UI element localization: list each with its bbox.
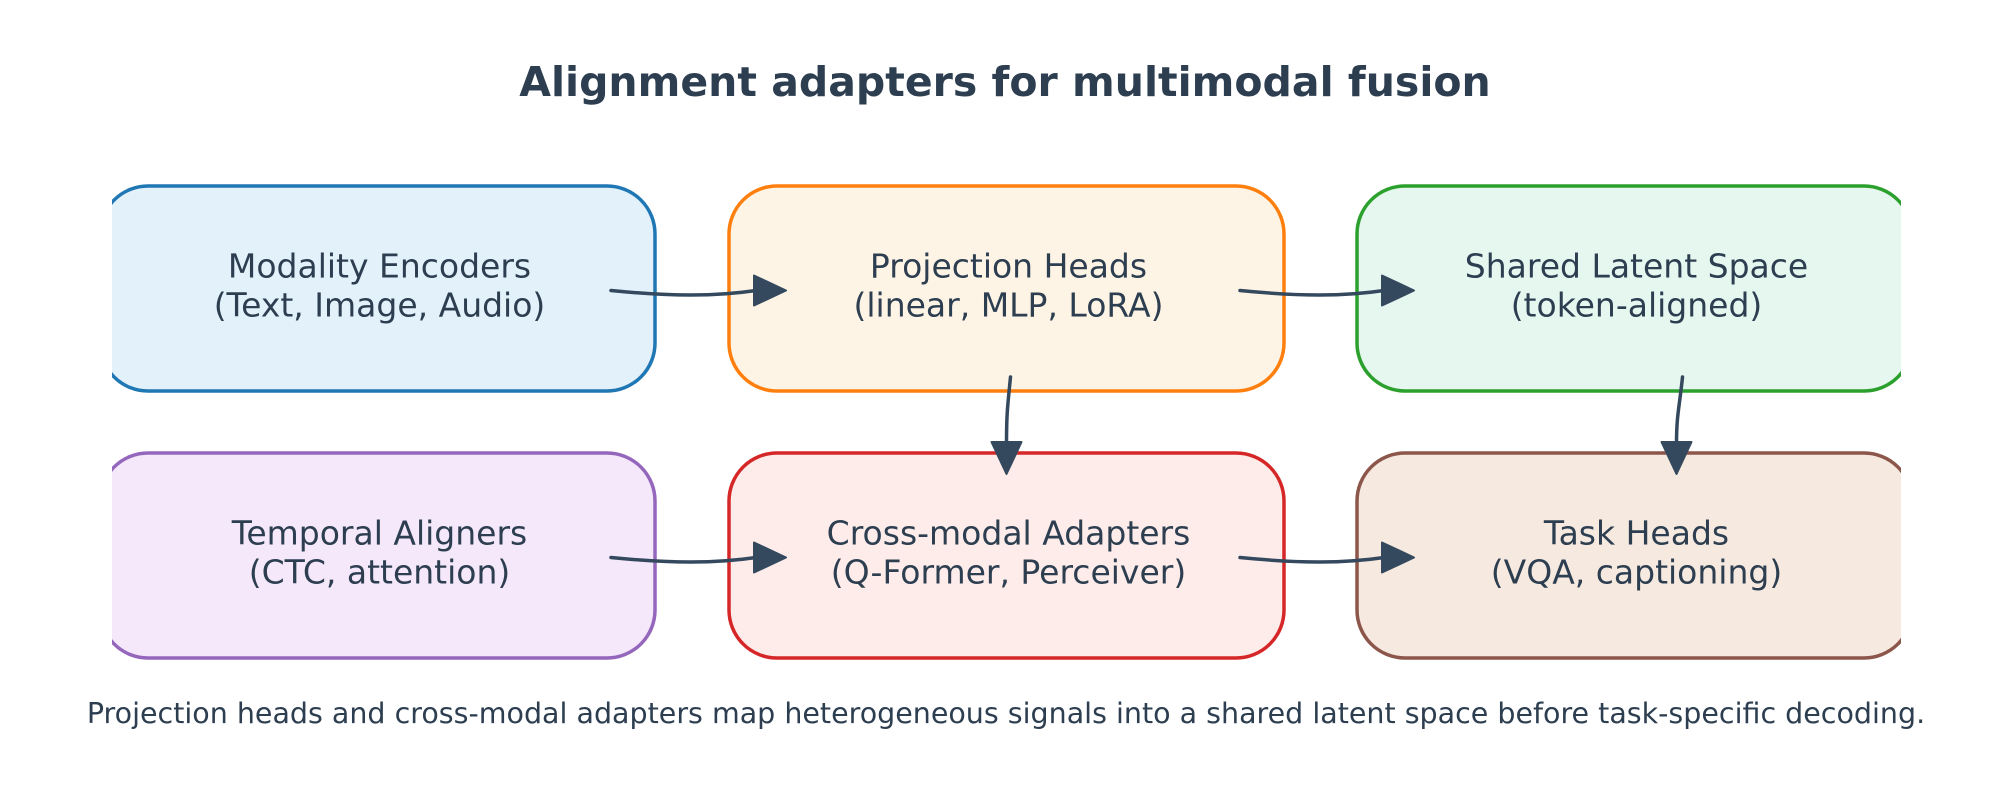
edge-line xyxy=(1238,288,1386,297)
edge-line xyxy=(609,288,758,297)
arrowhead xyxy=(753,274,787,307)
edge-projection-heads-to-shared-latent-space xyxy=(1238,274,1415,307)
node-box xyxy=(112,184,657,393)
diagram-title: Alignment adapters for multimodal fusion xyxy=(519,58,1491,106)
node-sublabel: (Text, Image, Audio) xyxy=(214,286,546,325)
node-sublabel: (VQA, captioning) xyxy=(1491,553,1782,592)
node-box xyxy=(112,451,657,660)
arrowhead xyxy=(1381,274,1415,307)
node-sublabel: (token-aligned) xyxy=(1511,286,1763,325)
diagram-caption: Projection heads and cross-modal adapter… xyxy=(87,697,1925,730)
edge-shared-latent-space-to-task-heads xyxy=(1660,375,1693,475)
nodes-layer: Modality Encoders(Text, Image, Audio) Pro… xyxy=(112,184,1901,660)
node-label: Temporal Aligners xyxy=(231,514,527,553)
node-label: Cross-modal Adapters xyxy=(827,514,1191,553)
arrowhead xyxy=(753,541,787,574)
edge-line xyxy=(1004,375,1013,446)
node-projection-heads: Projection Heads(linear, MLP, LoRA) xyxy=(727,184,1286,393)
arrowhead xyxy=(1660,441,1693,475)
node-label: Task Heads xyxy=(1543,514,1729,553)
edge-modality-encoders-to-projection-heads xyxy=(609,274,787,307)
node-task-heads: Task Heads(VQA, captioning) xyxy=(1355,451,1901,660)
edge-line xyxy=(1238,555,1386,564)
node-cross-modal-adapters: Cross-modal Adapters(Q-Former, Perceiver… xyxy=(727,451,1286,660)
edge-line xyxy=(1674,375,1685,446)
node-label: Modality Encoders xyxy=(228,247,531,286)
edge-line xyxy=(609,555,758,564)
edge-projection-heads-to-cross-modal-adapters xyxy=(990,375,1023,475)
edges-layer xyxy=(609,274,1693,574)
node-modality-encoders: Modality Encoders(Text, Image, Audio) xyxy=(112,184,657,393)
arrowhead xyxy=(1381,541,1415,574)
node-sublabel: (Q-Former, Perceiver) xyxy=(831,553,1186,592)
node-sublabel: (linear, MLP, LoRA) xyxy=(854,286,1164,325)
node-shared-latent-space: Shared Latent Space(token-aligned) xyxy=(1355,184,1901,393)
node-label: Shared Latent Space xyxy=(1465,247,1808,286)
node-box xyxy=(727,184,1286,393)
node-box xyxy=(1355,184,1901,393)
edge-cross-modal-adapters-to-task-heads xyxy=(1238,541,1415,574)
arrowhead xyxy=(990,441,1023,475)
node-sublabel: (CTC, attention) xyxy=(249,553,511,592)
node-temporal-aligners: Temporal Aligners(CTC, attention) xyxy=(112,451,657,660)
node-box xyxy=(1355,451,1901,660)
node-label: Projection Heads xyxy=(870,247,1147,286)
edge-temporal-aligners-to-cross-modal-adapters xyxy=(609,541,787,574)
